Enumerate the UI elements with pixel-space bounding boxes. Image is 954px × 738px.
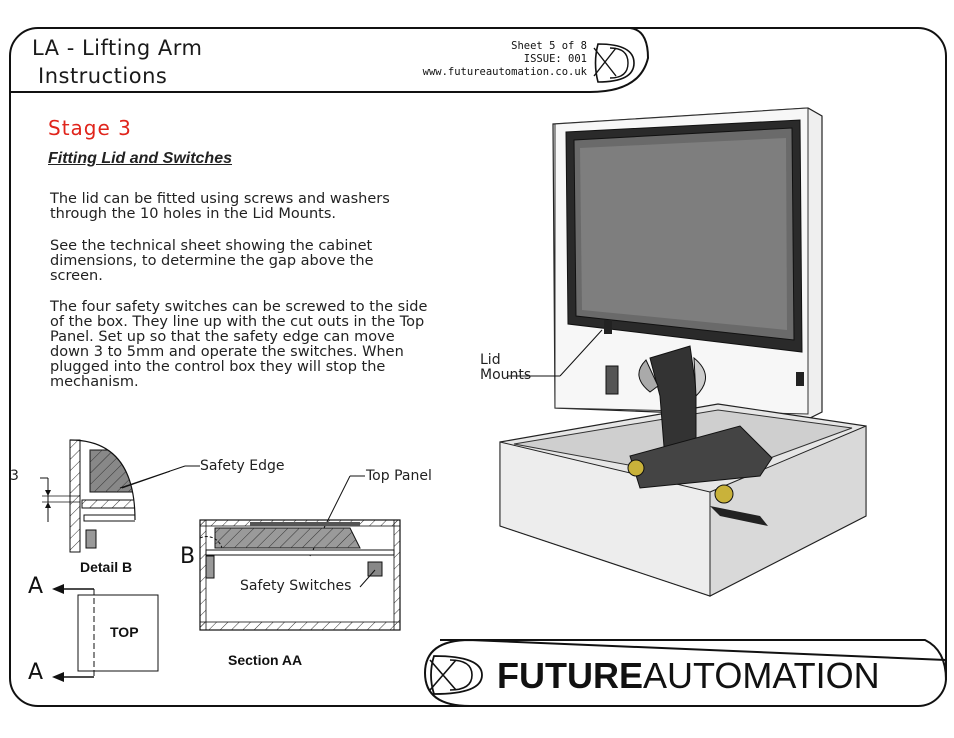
section-subtitle: Fitting Lid and Switches: [48, 150, 232, 167]
brand-name-bold: FUTURE: [497, 655, 643, 696]
instruction-paragraph: See the technical sheet showing the cabi…: [50, 238, 374, 284]
logo-icon: [593, 43, 635, 83]
brand-name: FUTUREAUTOMATION: [497, 655, 880, 697]
document-subtitle: Instructions: [38, 64, 168, 88]
instruction-paragraph: The lid can be fitted using screws and w…: [50, 191, 390, 222]
safety-switches-label: Safety Switches: [240, 578, 352, 594]
section-arrow-a-top: A: [28, 574, 44, 599]
detail-b-drawing: [40, 439, 170, 553]
document-title: LA - Lifting Arm: [32, 36, 203, 60]
detail-marker: B: [180, 544, 196, 569]
top-view-drawing: [52, 584, 159, 682]
section-arrow-a-bottom: A: [28, 660, 44, 685]
brand-name-regular: AUTOMATION: [643, 655, 880, 696]
detail-b-label: Detail B: [80, 559, 133, 575]
lid-mounts-label-2: Mounts: [480, 367, 532, 383]
top-panel-label: Top Panel: [366, 468, 432, 484]
top-view-label: TOP: [110, 624, 139, 640]
cabinet-illustration: [499, 107, 867, 597]
section-aa-label: Section AA: [228, 652, 303, 668]
safety-edge-label: Safety Edge: [200, 458, 285, 474]
dimension-label: 3: [10, 468, 19, 484]
issue-number: ISSUE: 001: [523, 53, 587, 65]
instruction-paragraph: The four safety switches can be screwed …: [50, 299, 428, 390]
lid-mounts-label: Lid: [480, 352, 501, 368]
stage-title: Stage 3: [48, 116, 132, 140]
brand-logo-icon: [429, 655, 483, 695]
section-aa-drawing: [199, 519, 401, 631]
sheet-number: Sheet 5 of 8: [511, 40, 587, 52]
website-url: www.futureautomation.co.uk: [422, 66, 587, 78]
